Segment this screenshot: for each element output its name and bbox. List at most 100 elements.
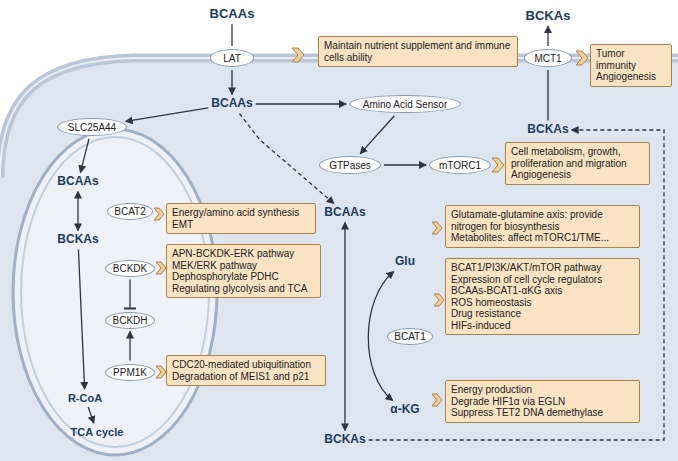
node-text: BCKAs [526, 8, 571, 23]
metabolite-label: BCAAs [210, 7, 255, 21]
enzyme-oval: MCT1 [524, 49, 572, 67]
flow-arrow [369, 130, 664, 440]
flow-arrow [384, 164, 426, 165]
metabolite-label: BCAAs [211, 97, 252, 110]
box-line: Maintain nutrient supplement and immune … [324, 40, 512, 63]
function-box: Energy/amino acid synthesisEMT [166, 203, 316, 234]
enzyme-oval: Amino Acid Sensor [349, 95, 461, 113]
node-text: BCAAs [211, 96, 252, 110]
box-line: BCAT1/PI3K/AKT/mTOR pathway [451, 262, 634, 274]
node-text: Glu [395, 254, 415, 268]
flow-arrow [231, 70, 232, 94]
node-text: BCAT1 [394, 331, 426, 342]
enzyme-oval: mTORC1 [429, 156, 491, 174]
enzyme-oval: LAT [210, 49, 254, 67]
node-text: SLC25A44 [68, 122, 116, 133]
box-line: Energy/amino acid synthesis [172, 207, 310, 219]
box-line: MEK/ERK pathway [172, 260, 315, 272]
node-text: LAT [223, 53, 241, 64]
enzyme-oval: BCAT2 [107, 203, 153, 220]
box-line: Expression of cell cycle regulators [451, 274, 634, 286]
chevron [156, 262, 166, 274]
enzyme-oval: GTPases [319, 156, 381, 174]
box-line: BCAAs-BCAT1-αKG axis [451, 285, 634, 297]
box-line: Drug resistance [451, 308, 634, 320]
metabolite-label: α-KG [390, 403, 419, 416]
metabolite-label: BCAAs [57, 175, 98, 188]
node-text: R-CoA [68, 392, 102, 404]
box-line: APN-BCKDK-ERK pathway [172, 248, 315, 260]
node-text: MCT1 [534, 53, 561, 64]
node-text: BCAAs [57, 174, 98, 188]
box-line: Degrade HIF1α via EGLN [451, 396, 634, 408]
flow-arrow [129, 280, 130, 309]
flow-arrow [256, 103, 346, 104]
box-line: CDC20-mediated ubiquitination [172, 359, 320, 371]
box-line: Degradation of MEIS1 and p21 [172, 371, 320, 383]
chevron [434, 294, 444, 306]
node-text: TCA cycle [71, 426, 124, 438]
metabolite-label: TCA cycle [71, 426, 124, 438]
metabolite-label: BCKAs [526, 9, 571, 23]
chevron [576, 51, 588, 65]
box-line: Angiogenesis [511, 169, 644, 181]
enzyme-oval: BCKDH [105, 312, 155, 329]
function-box: Tumor immunityAngiogenesis [590, 44, 672, 87]
box-line: Tumor immunity [596, 48, 666, 71]
box-line: Regulating glycolysis and TCA [172, 283, 315, 295]
node-text: BCAAs [210, 6, 255, 21]
node-text: mTORC1 [439, 160, 481, 171]
node-text: BCKDK [113, 263, 147, 274]
metabolite-label: R-CoA [68, 392, 102, 404]
node-text: BCAAs [324, 205, 365, 219]
function-box: Cell metabolism, growth, proliferation a… [505, 142, 650, 185]
flow-arrow [231, 24, 232, 46]
chevron [156, 366, 166, 378]
flow-arrow [239, 114, 333, 204]
flow-arrow [88, 407, 94, 423]
enzyme-oval: BCKDK [105, 260, 155, 277]
metabolite-label: BCKAs [57, 233, 98, 246]
node-text: BCKAs [527, 122, 568, 136]
metabolite-label: BCKAs [324, 433, 365, 446]
box-line: Angiogenesis [596, 71, 666, 83]
cell-interior [0, 58, 678, 461]
enzyme-oval: BCAT1 [387, 328, 433, 345]
flow-arrow [360, 116, 394, 154]
node-text: BCKDH [112, 315, 147, 326]
flow-arrow [129, 332, 130, 361]
node-text: GTPases [329, 160, 371, 171]
node-text: Amino Acid Sensor [363, 99, 448, 110]
chevron [432, 394, 442, 406]
chevron [432, 222, 442, 234]
box-line: Metabolites: affect mTORC1/TME... [451, 232, 634, 244]
function-box: BCAT1/PI3K/AKT/mTOR pathwayExpression of… [445, 258, 640, 335]
function-box: Maintain nutrient supplement and immune … [318, 36, 518, 67]
node-text: BCAT2 [114, 206, 146, 217]
chevron [492, 158, 504, 172]
flow-arrow [80, 139, 89, 172]
metabolite-label: BCKAs [527, 123, 568, 136]
flow-arrow [547, 70, 548, 120]
function-box: APN-BCKDK-ERK pathwayMEK/ERK pathwayDeph… [166, 244, 321, 298]
metabolite-label: BCAAs [324, 206, 365, 219]
node-text: α-KG [390, 402, 419, 416]
box-line: Energy production [451, 384, 634, 396]
node-text: BCKAs [324, 432, 365, 446]
enzyme-oval: PPM1K [105, 364, 155, 381]
node-text: BCKAs [57, 232, 98, 246]
box-line: HIFs-induced [451, 320, 634, 332]
function-box: CDC20-mediated ubiquitinationDegradation… [166, 355, 326, 386]
metabolite-label: Glu [395, 255, 415, 268]
function-box: Energy productionDegrade HIF1α via EGLNS… [445, 380, 640, 423]
chevron [292, 48, 304, 62]
box-line: Dephosphorylate PDHC [172, 271, 315, 283]
node-text: PPM1K [113, 367, 147, 378]
box-line: EMT [172, 219, 310, 231]
flow-arrow [344, 223, 345, 431]
enzyme-oval: SLC25A44 [57, 118, 127, 136]
flow-arrow [547, 26, 548, 46]
flow-arrow [77, 192, 78, 231]
box-line: ROS homeostasis [451, 297, 634, 309]
flow-arrow [78, 250, 84, 389]
